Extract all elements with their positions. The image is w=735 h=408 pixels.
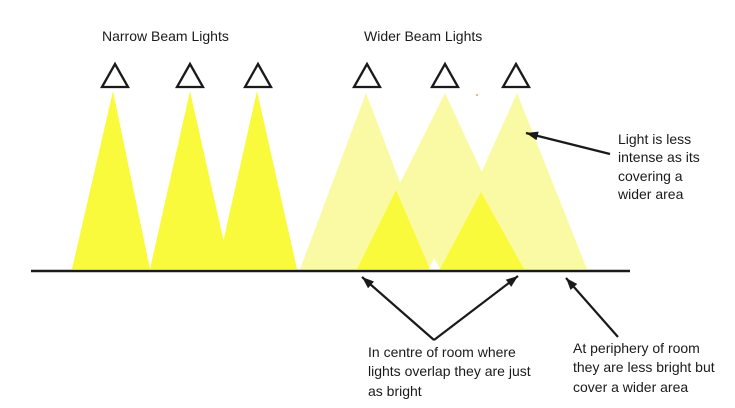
narrow-beam-title: Narrow Beam Lights [102, 28, 229, 44]
beam-overlap-region [357, 190, 430, 269]
annotation-arrow-centre-left [361, 276, 435, 341]
annotation-centre-of-room: In centre of room where lights overlap t… [368, 344, 531, 399]
light-fixture-icon [430, 61, 460, 89]
light-fixture-icon [100, 61, 130, 89]
annotation-periphery: At periphery of room they are less brigh… [573, 340, 715, 395]
artifact-dot [476, 94, 478, 96]
narrow-beam-cone [150, 91, 230, 269]
floor-gap-notch [429, 258, 440, 269]
wider-beam-title: Wider Beam Lights [364, 28, 483, 44]
annotation-less-intense: Light is less intense as its covering a … [618, 131, 700, 203]
light-fixture-icon [175, 61, 205, 89]
annotation-arrow-less-intense [525, 131, 611, 156]
light-fixture-icon [501, 61, 531, 89]
narrow-beam-cone [217, 91, 297, 269]
annotation-arrow-centre-right [433, 275, 519, 341]
light-fixture-icon [243, 61, 273, 89]
beam-overlap-region [440, 192, 524, 269]
light-fixture-icon [352, 61, 382, 89]
annotation-arrow-periphery [565, 277, 619, 338]
narrow-beam-cone [72, 91, 150, 269]
